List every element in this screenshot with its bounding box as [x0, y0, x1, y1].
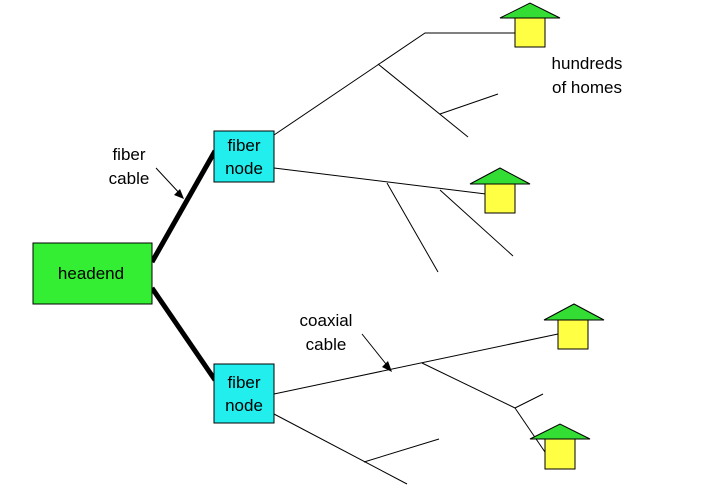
coax-line: [273, 32, 517, 136]
fiber-node-top: fiber node: [213, 130, 275, 183]
fiber-node-label-line1: fiber: [227, 373, 260, 392]
coax-line: [273, 167, 495, 196]
coaxial-cable-pointer: [361, 333, 392, 372]
coax-tree-bottom: [273, 333, 559, 485]
coax-line: [273, 333, 559, 395]
coax-line: [514, 407, 548, 456]
fiber-cable-label-line2: cable: [109, 169, 150, 188]
fiber-node-rect: [213, 130, 275, 183]
coax-line: [377, 63, 469, 138]
coax-line: [273, 413, 408, 485]
coax-line: [421, 362, 516, 409]
coaxial-cable-label-line2: cable: [306, 335, 347, 354]
fiber-cable-pointer: [155, 167, 184, 199]
fiber-cable-bottom: [149, 286, 218, 382]
house-icon: [529, 423, 591, 470]
fiber-node-label-line1: fiber: [227, 136, 260, 155]
fiber-node-label-line2: node: [225, 159, 263, 178]
headend-box: headend: [32, 242, 153, 305]
fiber-node-rect: [213, 363, 275, 424]
house-icon: [499, 2, 561, 48]
arrowhead-icon: [382, 361, 392, 372]
fiber-node-bottom: fiber node: [213, 363, 275, 424]
headend-label: headend: [58, 264, 124, 283]
house-icon: [543, 303, 605, 350]
coaxial-cable-label-line1: coaxial: [300, 311, 353, 330]
coax-line: [439, 93, 499, 115]
hundreds-of-homes-label-line1: hundreds: [552, 54, 623, 73]
fiber-node-label-line2: node: [225, 396, 263, 415]
hundreds-of-homes-label-line2: of homes: [552, 78, 622, 97]
headend-rect: [32, 242, 153, 305]
fiber-cable-top: [149, 149, 218, 264]
coax-line: [363, 438, 440, 463]
coax-line: [439, 189, 514, 257]
house-icon: [469, 167, 531, 214]
coax-line: [386, 182, 439, 273]
coax-line: [514, 393, 544, 409]
arrowhead-icon: [174, 189, 184, 199]
fiber-cable-label-line1: fiber: [112, 145, 145, 164]
coax-tree-top: [273, 32, 517, 273]
